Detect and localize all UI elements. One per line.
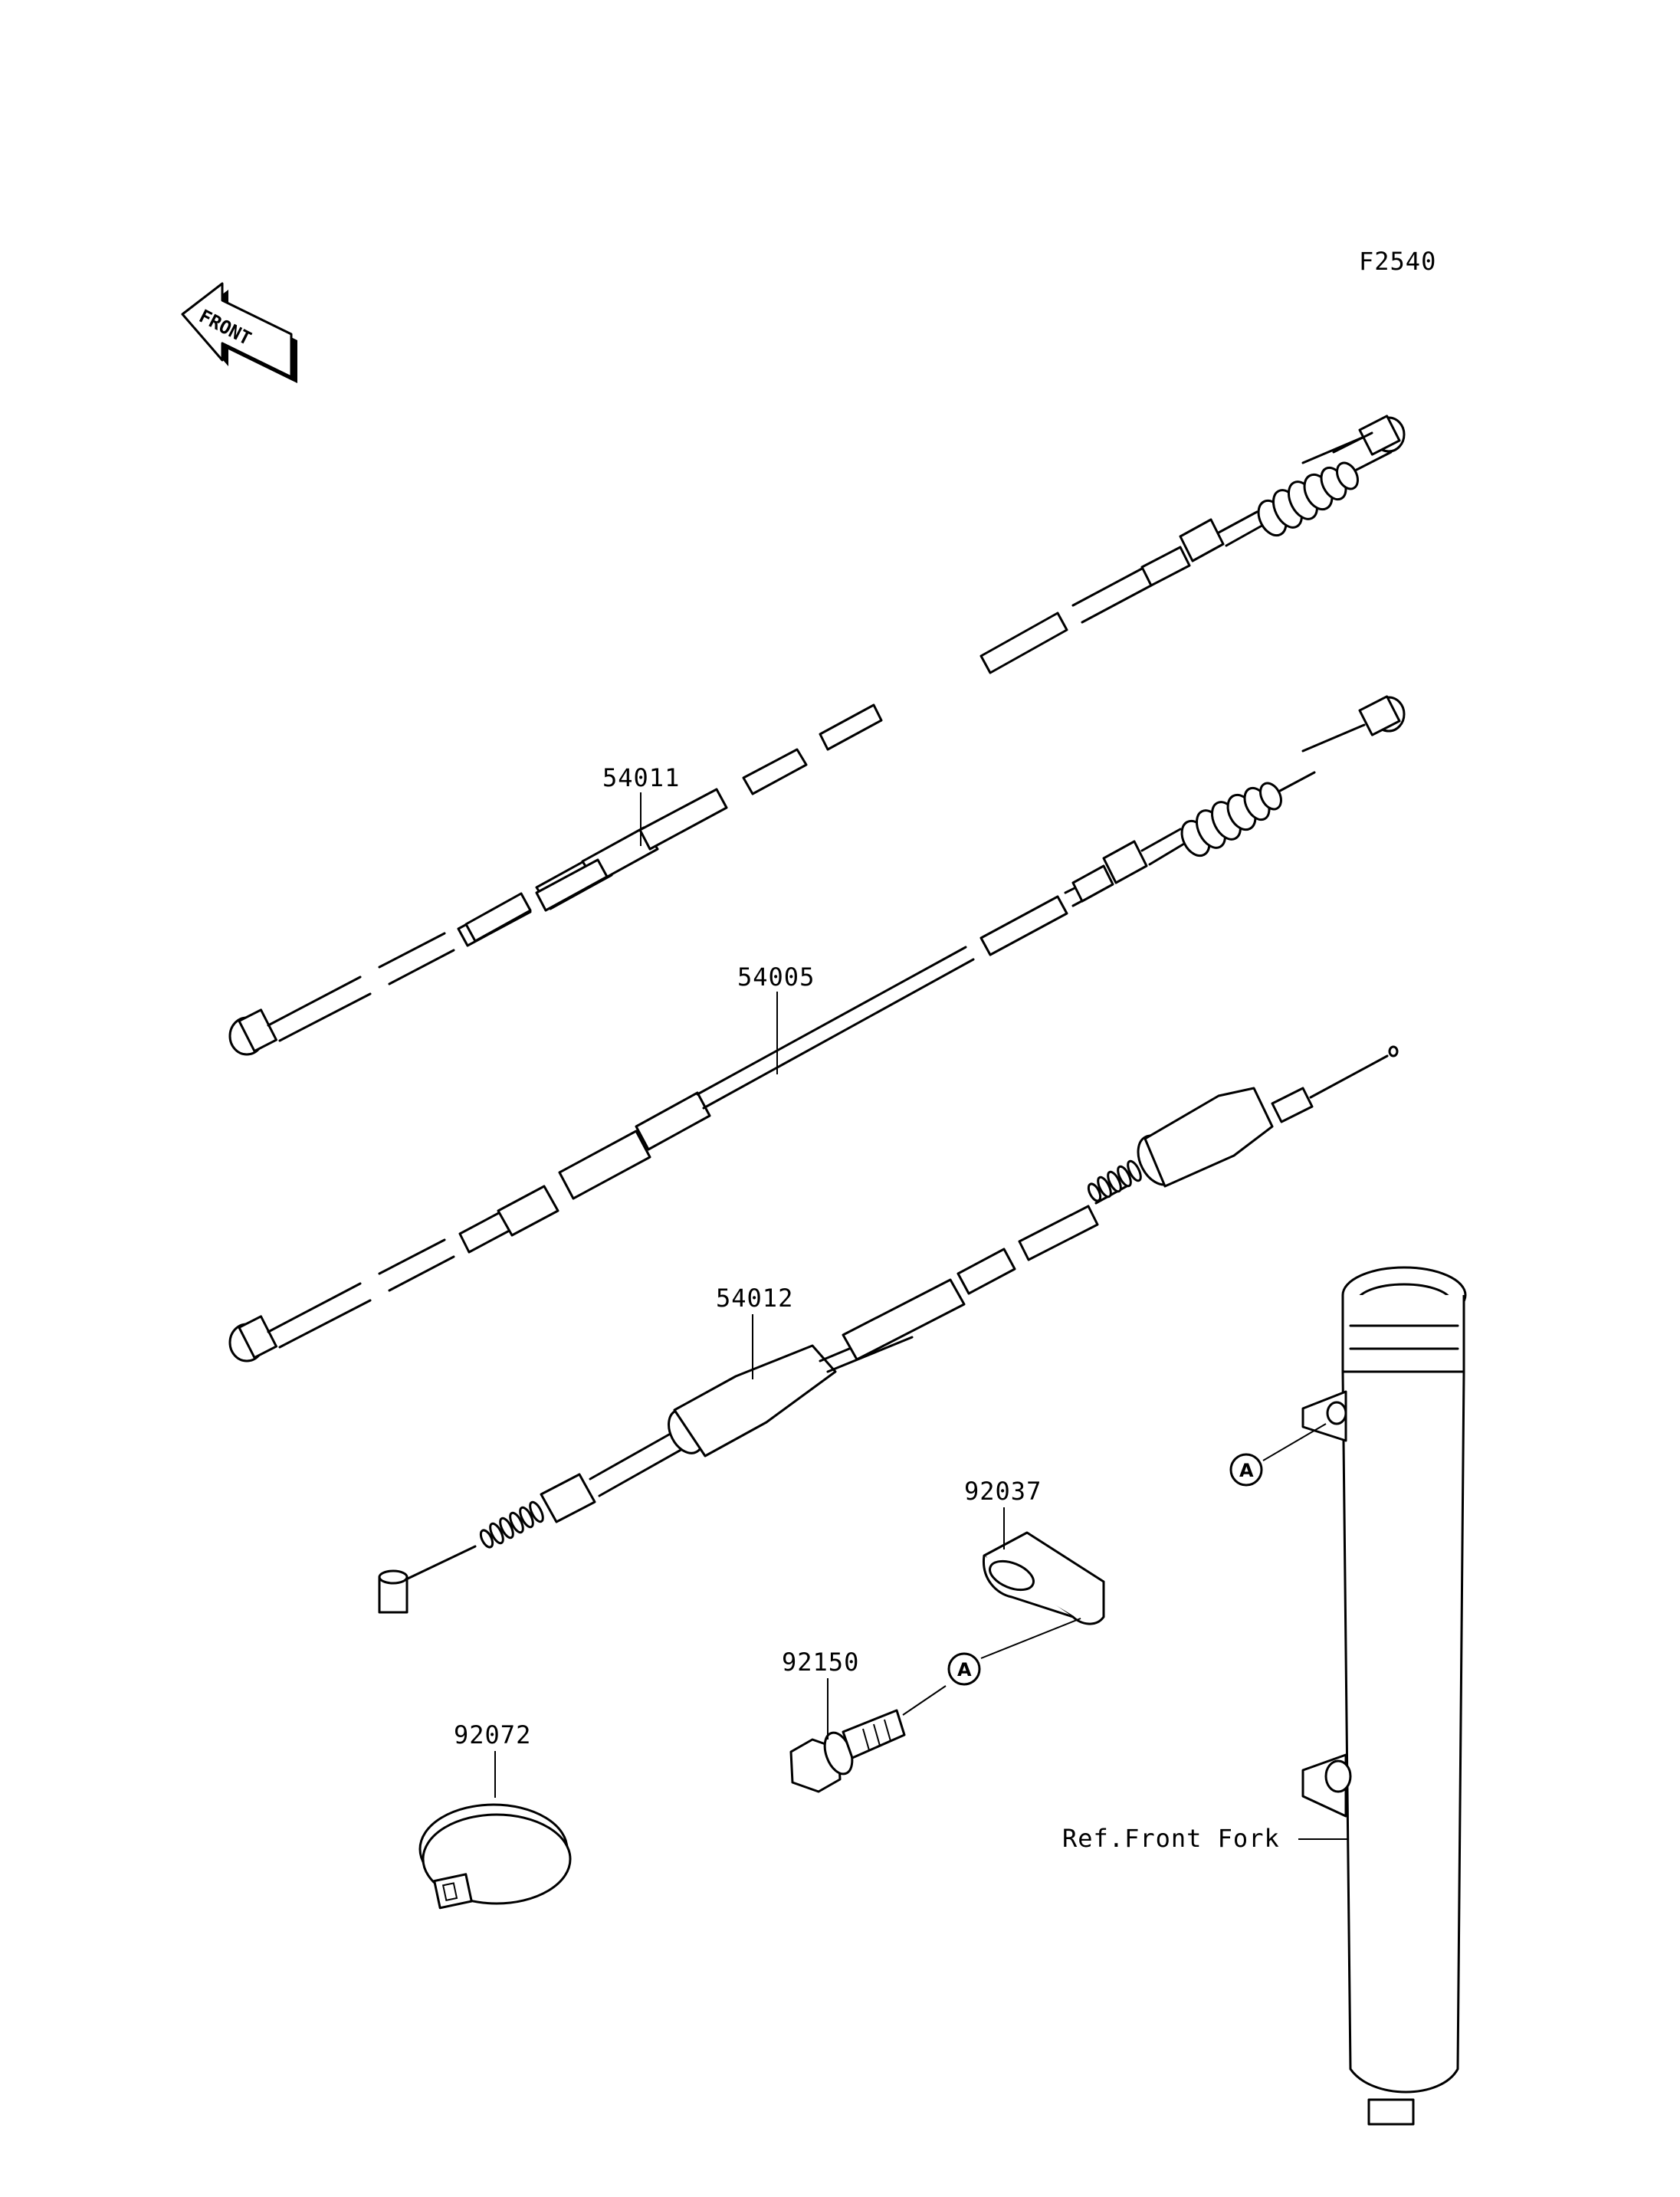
figure-id: F2540 — [1359, 247, 1436, 276]
front-fork — [1301, 1266, 1467, 2126]
part-number-92150: 92150 — [782, 1648, 859, 1677]
part-number-54005: 54005 — [737, 962, 815, 992]
part-number-92037: 92037 — [964, 1477, 1042, 1506]
ref-front-fork-label: Ref.Front Fork — [1062, 1824, 1280, 1853]
front-direction-arrow: FRONT — [181, 282, 297, 383]
cable-54012 — [378, 1045, 1399, 1614]
bolt-92150 — [789, 1709, 906, 1793]
leader-callout-a-clamp — [980, 1618, 1081, 1659]
leader-callout-a-bolt — [902, 1685, 947, 1716]
part-number-92072: 92072 — [454, 1720, 531, 1749]
callout-a-letter: A — [957, 1659, 972, 1681]
callout-a-fork: A — [1229, 1453, 1263, 1487]
part-number-54011: 54011 — [602, 763, 680, 792]
cable-54005 — [228, 695, 1406, 1362]
callout-a-letter: A — [1239, 1460, 1254, 1481]
clamp-92037 — [983, 1531, 1105, 1625]
part-number-54012: 54012 — [716, 1284, 793, 1313]
leader-callout-a-fork — [1262, 1423, 1327, 1461]
band-92072 — [418, 1803, 572, 1910]
callout-a-clamp: A — [947, 1652, 981, 1686]
cable-54011 — [228, 415, 1406, 1056]
